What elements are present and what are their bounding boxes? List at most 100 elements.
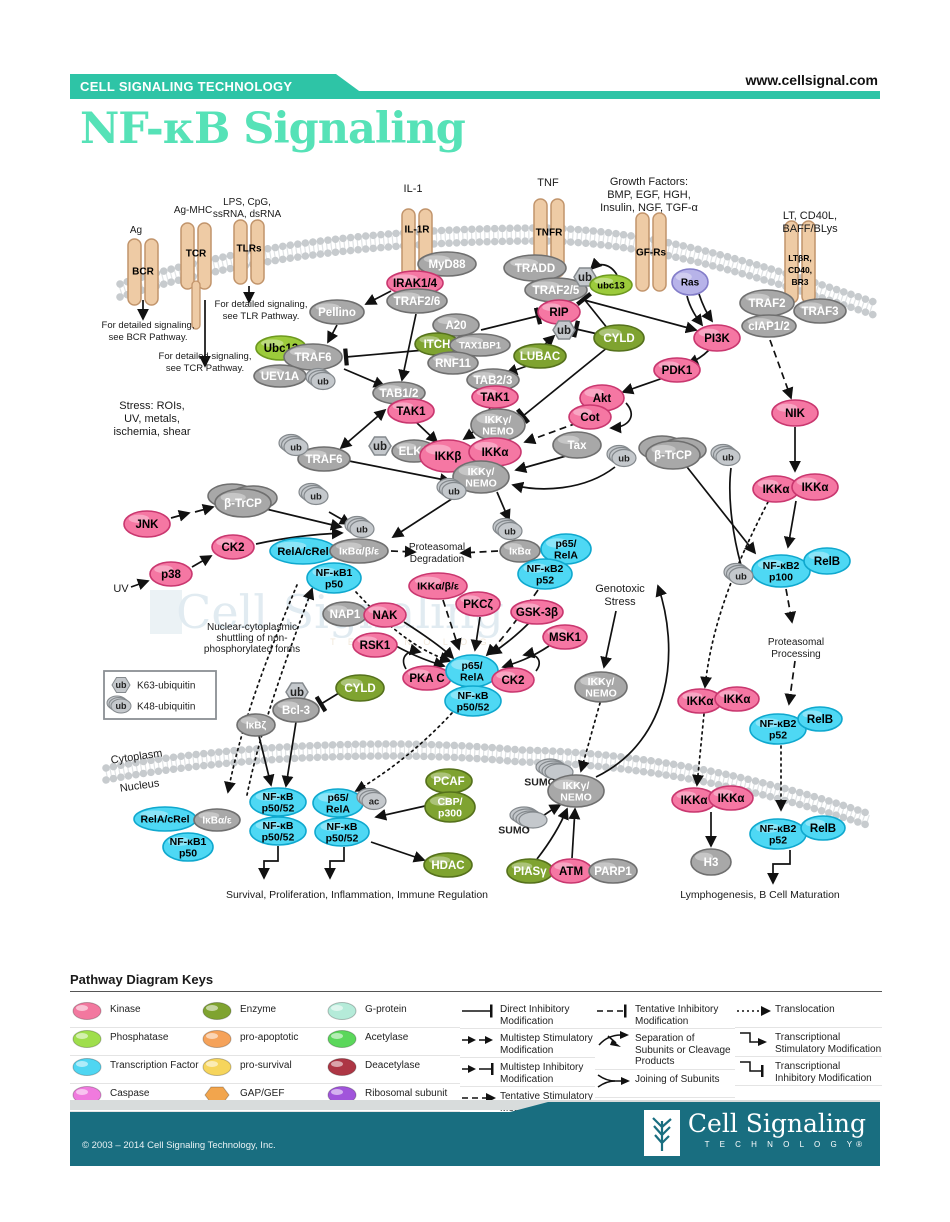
diagram-label: phosphorylated forms — [204, 644, 300, 655]
node-cyld: CYLD — [335, 674, 385, 702]
diagram-label: Proteasomal — [409, 542, 465, 553]
legend-item-label: GAP/GEF — [240, 1088, 285, 1099]
arrow — [390, 545, 417, 558]
node-ub: ub — [298, 482, 329, 506]
diagram-label: Stress: ROIs, — [119, 400, 184, 412]
arrow — [700, 501, 769, 689]
diagram-label: Proteasomal — [768, 637, 824, 648]
svg-text:TAX1BP1: TAX1BP1 — [459, 340, 502, 351]
logo-name: Cell Signaling — [687, 1109, 866, 1138]
logo-subtitle: T E C H N O L O G Y® — [704, 1139, 866, 1149]
tbar-icon: .s{fill:none;stroke:#111;stroke-width:1.… — [460, 1001, 500, 1026]
svg-text:JNK: JNK — [135, 519, 159, 531]
arrow — [374, 805, 426, 821]
shape-icon: .s{fill:none;stroke:#111;stroke-width:1.… — [325, 1001, 365, 1026]
arrow — [170, 509, 191, 522]
legend-item-label: Multistep Inhibitory Modification — [500, 1062, 584, 1085]
node-rsk1: RSK1 — [352, 632, 398, 658]
node-cyld: CYLD — [593, 324, 645, 352]
arrow — [568, 807, 581, 859]
svg-text:PIASγ: PIASγ — [513, 866, 547, 878]
svg-text:TRADD: TRADD — [515, 263, 555, 275]
node-ikk: IKKα — [468, 437, 522, 467]
svg-text:p65/: p65/ — [461, 660, 482, 672]
svg-text:IKKα: IKKα — [718, 793, 745, 805]
svg-text:ub: ub — [504, 526, 516, 537]
svg-text:ub: ub — [310, 491, 322, 502]
node-ub: ub — [606, 444, 637, 468]
node-ubc13: ubc13 — [589, 274, 633, 296]
arrow — [354, 712, 453, 792]
svg-text:RSK1: RSK1 — [360, 640, 391, 652]
svg-text:Cot: Cot — [580, 412, 599, 424]
svg-text:IKKα: IKKα — [763, 484, 790, 496]
svg-text:NAK: NAK — [373, 610, 399, 622]
shape-icon: .s{fill:none;stroke:#111;stroke-width:1.… — [325, 1057, 365, 1082]
legend-item-label: Ribosomal subunit — [365, 1088, 448, 1099]
svg-text:IKKα: IKKα — [687, 696, 714, 708]
svg-text:Ras: Ras — [681, 278, 700, 289]
svg-text:CD40,: CD40, — [788, 265, 812, 275]
legend-item-phosphatase: .s{fill:none;stroke:#111;stroke-width:1.… — [70, 1028, 200, 1056]
arrow — [783, 500, 797, 549]
brand-name: CELL SIGNALING TECHNOLOGY — [80, 79, 293, 94]
receptor-tlrs: TLRs — [233, 219, 265, 285]
svg-text:ub: ub — [618, 453, 630, 464]
svg-text:RelA/cRel: RelA/cRel — [140, 814, 189, 826]
receptor-tcr: TCR — [180, 222, 212, 330]
node-traf6: TRAF6 — [283, 343, 343, 371]
diagram-label: Stress — [604, 596, 636, 608]
arrow — [583, 299, 698, 334]
svg-text:NF-κB2: NF-κB2 — [527, 563, 564, 575]
legend-item-label: Phosphatase — [110, 1032, 169, 1043]
website-url: www.cellsignal.com — [745, 72, 878, 88]
node-bcl-3: Bcl-3 — [272, 697, 320, 723]
arrow — [621, 376, 667, 395]
svg-text:UEV1A: UEV1A — [261, 371, 299, 383]
arrow — [523, 422, 578, 445]
legend-item-multistep-stimulatory-modification: .s{fill:none;stroke:#111;stroke-width:1.… — [460, 1029, 595, 1058]
svg-text:β-TrCP: β-TrCP — [654, 450, 692, 462]
svg-text:NEMO: NEMO — [465, 477, 497, 489]
svg-text:PARP1: PARP1 — [594, 866, 632, 878]
svg-text:Bcl-3: Bcl-3 — [282, 705, 310, 717]
svg-text:p65/: p65/ — [555, 538, 576, 550]
diagram-label: LT, CD40L, — [783, 210, 837, 222]
svg-text:ub: ub — [578, 272, 592, 284]
legend-item-tentative-inhibitory-modification: .s{fill:none;stroke:#111;stroke-width:1.… — [595, 1000, 735, 1029]
arrow — [258, 735, 275, 787]
legend-item-caspase: .s{fill:none;stroke:#111;stroke-width:1.… — [70, 1084, 200, 1112]
svg-text:HDAC: HDAC — [431, 860, 464, 872]
svg-text:TRAF6: TRAF6 — [305, 454, 342, 466]
node-p65-rela: p65/RelA — [312, 788, 364, 818]
diagram-label: Insulin, NGF, TGF-α — [600, 202, 698, 214]
node-trcp: β-TrCP — [638, 435, 707, 470]
arrow — [577, 702, 601, 773]
legend-item-label: G-protein — [365, 1004, 407, 1015]
node-ub: ub — [344, 515, 375, 539]
arrow — [327, 324, 338, 344]
arrow — [686, 295, 704, 327]
node-pka-c: PKA C — [402, 665, 452, 691]
svg-text:IκBα/ε: IκBα/ε — [202, 816, 232, 827]
node-tak1: TAK1 — [387, 398, 435, 424]
join-icon: .s{fill:none;stroke:#111;stroke-width:1.… — [595, 1071, 635, 1096]
svg-text:MyD88: MyD88 — [428, 259, 466, 271]
arrow — [224, 584, 298, 794]
diagram-label: Ag — [130, 225, 142, 236]
arrow — [261, 507, 343, 531]
svg-text:p50/52: p50/52 — [326, 832, 359, 844]
svg-text:ub: ub — [290, 442, 302, 453]
node-pkc: PKCζ — [455, 591, 501, 617]
node-ikk: IKKβ — [419, 439, 477, 473]
node-ub: ub — [278, 433, 309, 457]
svg-text:GSK-3β: GSK-3β — [516, 607, 558, 619]
svg-text:RelA: RelA — [326, 803, 350, 815]
diagram-label: Processing — [771, 649, 820, 660]
svg-text:A20: A20 — [445, 320, 466, 332]
node-ub: ub — [710, 443, 741, 467]
svg-text:NF-κB1: NF-κB1 — [316, 567, 353, 579]
svg-text:p50/52: p50/52 — [457, 701, 490, 713]
legend-item-label: Tentative Inhibitory Modification — [635, 1004, 719, 1027]
